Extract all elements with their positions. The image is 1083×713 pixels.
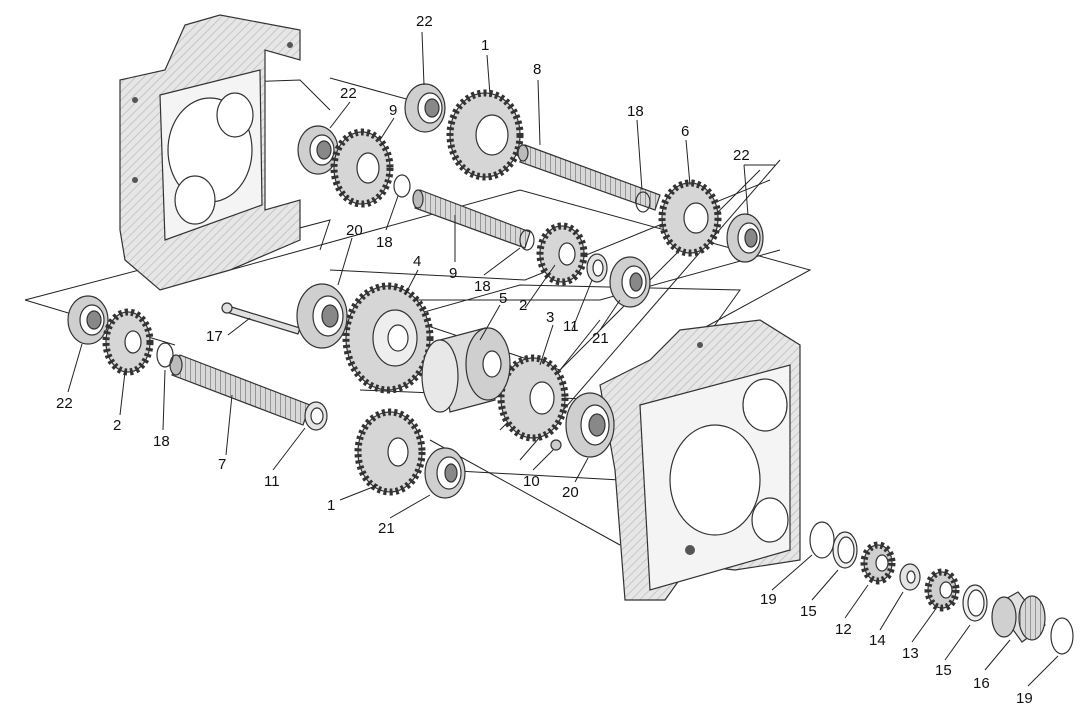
label-16: 16 [973,675,990,692]
gear-2-upper [536,222,588,286]
bearing-21-upper [609,256,651,308]
gear-13 [924,568,960,612]
label-10: 10 [523,473,540,490]
label-8: 8 [533,61,541,78]
label-13: 13 [902,645,919,662]
housing-right [599,319,801,601]
part-labels: 22 1 8 22 9 18 6 22 18 9 18 20 4 5 2 3 1… [56,13,1033,707]
gear-3 [497,354,569,442]
shaft-8 [517,144,661,211]
circlips-18 [156,174,651,368]
label-17: 17 [206,328,223,345]
label-11-lower: 11 [264,473,280,490]
label-4: 4 [413,253,421,270]
label-22-left: 22 [56,395,73,412]
label-22-upper-left: 22 [340,85,357,102]
bearing-21-lower [424,447,466,499]
bearing-22-left [67,295,109,345]
ring-19-right [1050,617,1074,655]
label-2-upper: 2 [519,297,527,314]
gear-1-lower [354,408,426,496]
label-19-right: 19 [1016,690,1033,707]
label-21-upper: 21 [592,330,609,347]
label-19-left: 19 [760,591,777,608]
label-12: 12 [835,621,852,638]
bearing-22-right [726,213,764,263]
label-18-top: 18 [627,103,644,120]
label-21-lower: 21 [378,520,395,537]
label-14: 14 [869,632,886,649]
gear-12 [860,541,896,585]
label-15-left: 15 [800,603,817,620]
label-6: 6 [681,123,689,140]
hub-5 [421,327,511,413]
label-7: 7 [218,456,226,473]
label-18-mid: 18 [376,234,393,251]
gear-6 [658,179,722,257]
label-22-top: 22 [416,13,433,30]
housing-left [119,14,301,291]
washer-14 [899,563,921,591]
label-9-gear: 9 [389,102,397,119]
bearing-22-upper-left [297,125,339,175]
shaft-9 [412,189,531,249]
label-22-right: 22 [733,147,750,164]
sleeve-16 [991,591,1046,643]
gear-1-top [446,89,524,181]
gear-4 [342,282,434,394]
label-2-left: 2 [113,417,121,434]
leader-lines [67,31,1059,687]
label-20-upper: 20 [346,222,363,239]
label-3: 3 [546,309,554,326]
shaft-7 [169,354,311,426]
bearing-20-lower [565,392,615,458]
bearing-20-upper [296,283,348,349]
bearing-22-top [404,83,446,133]
label-18-right: 18 [474,278,491,295]
washers-11 [304,253,608,431]
label-1-lower: 1 [327,497,335,514]
label-11-upper: 11 [563,318,579,335]
gear-2-left [102,308,154,376]
label-9-shaft: 9 [449,265,457,282]
ball-10 [550,439,562,451]
pin-17 [221,302,301,335]
label-1-top: 1 [481,37,489,54]
ring-19-left [809,521,835,559]
ring-15-right [962,584,988,622]
label-20-lower: 20 [562,484,579,501]
label-18-left: 18 [153,433,170,450]
label-15-right: 15 [935,662,952,679]
label-5: 5 [499,290,507,307]
gear-9 [330,128,394,208]
ring-15-left [832,531,858,569]
